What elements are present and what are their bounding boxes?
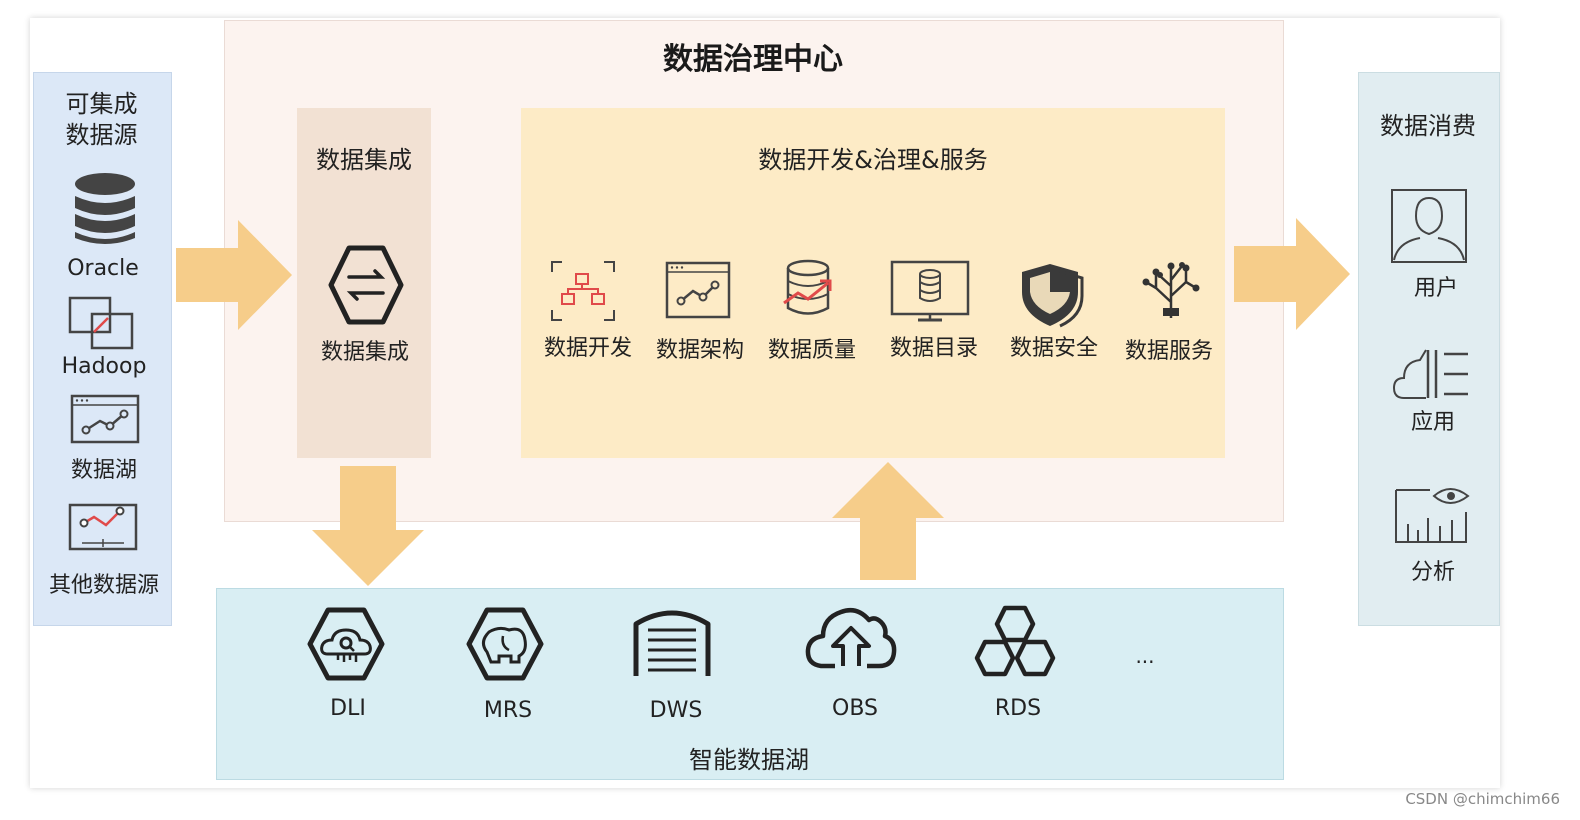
dev-item-label: 数据服务 bbox=[1124, 339, 1213, 364]
lake-heading: 智能数据湖 bbox=[689, 746, 809, 774]
lake-item-label: DLI bbox=[330, 696, 366, 721]
integration-heading: 数据集成 bbox=[316, 146, 412, 174]
consumer-label-user: 用户 bbox=[1413, 276, 1458, 301]
watermark: CSDN @chimchim66 bbox=[1405, 790, 1560, 808]
dev-governance-panel bbox=[521, 108, 1225, 458]
arrow-right-icon bbox=[1234, 218, 1352, 330]
database-icon bbox=[72, 172, 138, 248]
lake-item-label: RDS bbox=[994, 696, 1042, 721]
hadoop-icon bbox=[68, 296, 136, 352]
arrow-right-icon bbox=[176, 220, 294, 330]
smart-data-lake-panel bbox=[216, 588, 1284, 780]
page-title: 数据治理中心 bbox=[663, 42, 843, 77]
user-icon bbox=[1390, 188, 1468, 264]
dev-item-label: 数据架构 bbox=[655, 338, 744, 363]
dev-item-label: 数据安全 bbox=[1009, 336, 1098, 361]
sources-heading-line2: 数据源 bbox=[65, 121, 138, 149]
integration-panel bbox=[297, 108, 431, 458]
quality-database-icon bbox=[782, 259, 838, 321]
source-label-other: 其他数据源 bbox=[48, 573, 159, 598]
lake-more-ellipsis: ... bbox=[1135, 644, 1155, 668]
lake-item-label: MRS bbox=[483, 698, 533, 723]
exchange-hexagon-icon bbox=[327, 244, 405, 326]
dli-hexagon-icon bbox=[306, 606, 386, 682]
source-label-oracle: Oracle bbox=[67, 256, 139, 281]
rds-hexagons-icon bbox=[973, 604, 1057, 682]
lake-item-label: DWS bbox=[649, 698, 703, 723]
dev-item-label: 数据质量 bbox=[767, 338, 856, 363]
application-cloud-icon bbox=[1392, 348, 1472, 402]
arrow-up-icon bbox=[832, 462, 944, 580]
other-source-icon bbox=[68, 503, 138, 551]
service-tree-icon bbox=[1142, 258, 1200, 320]
dev-flow-icon bbox=[550, 260, 616, 322]
dws-warehouse-icon bbox=[632, 604, 712, 678]
security-shield-icon bbox=[1020, 262, 1086, 328]
dev-heading: 数据开发&治理&服务 bbox=[758, 146, 988, 174]
consumer-label-analysis: 分析 bbox=[1410, 560, 1455, 585]
obs-cloud-upload-icon bbox=[805, 604, 897, 670]
analysis-chart-icon bbox=[1394, 484, 1474, 544]
consumers-panel bbox=[1358, 72, 1500, 626]
dev-item-label: 数据开发 bbox=[543, 336, 632, 361]
dev-item-label: 数据目录 bbox=[889, 336, 978, 361]
source-label-data-lake: 数据湖 bbox=[70, 458, 137, 483]
lake-item-label: OBS bbox=[832, 696, 878, 721]
data-lake-icon bbox=[70, 394, 140, 444]
source-label-hadoop: Hadoop bbox=[61, 354, 147, 379]
catalog-monitor-icon bbox=[890, 260, 970, 326]
arrow-down-icon bbox=[312, 466, 424, 586]
architecture-chart-icon bbox=[665, 261, 731, 319]
integration-item-label: 数据集成 bbox=[320, 340, 409, 365]
consumers-heading: 数据消费 bbox=[1380, 112, 1476, 140]
mrs-elephant-icon bbox=[465, 606, 545, 682]
consumer-label-app: 应用 bbox=[1410, 410, 1455, 435]
sources-heading-line1: 可集成 bbox=[65, 90, 138, 118]
